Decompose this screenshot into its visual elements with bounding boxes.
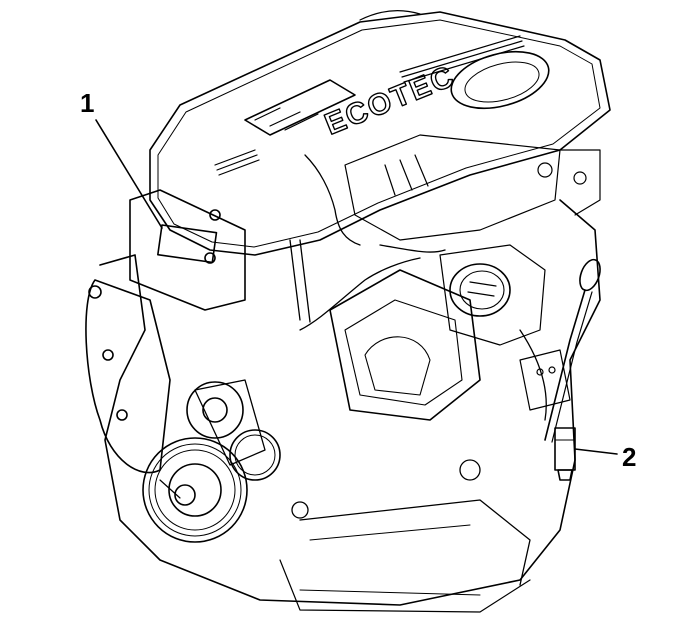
accessory-drive: [142, 379, 281, 543]
callout-2-leader: [574, 448, 618, 455]
exhaust-side-details: [519, 149, 601, 411]
engine-block: [99, 199, 601, 613]
timing-cover: [85, 279, 171, 474]
throttle-body: [439, 244, 546, 346]
sensor-component: [554, 427, 576, 481]
callout-1-leader: [95, 119, 163, 229]
oil-pan: [291, 459, 531, 586]
callout-1-label: 1: [80, 88, 95, 118]
callout-2-label: 2: [622, 442, 637, 472]
intake-manifold: [329, 269, 481, 421]
oil-dipstick: [544, 258, 601, 443]
front-cover-bracket: [129, 189, 246, 311]
